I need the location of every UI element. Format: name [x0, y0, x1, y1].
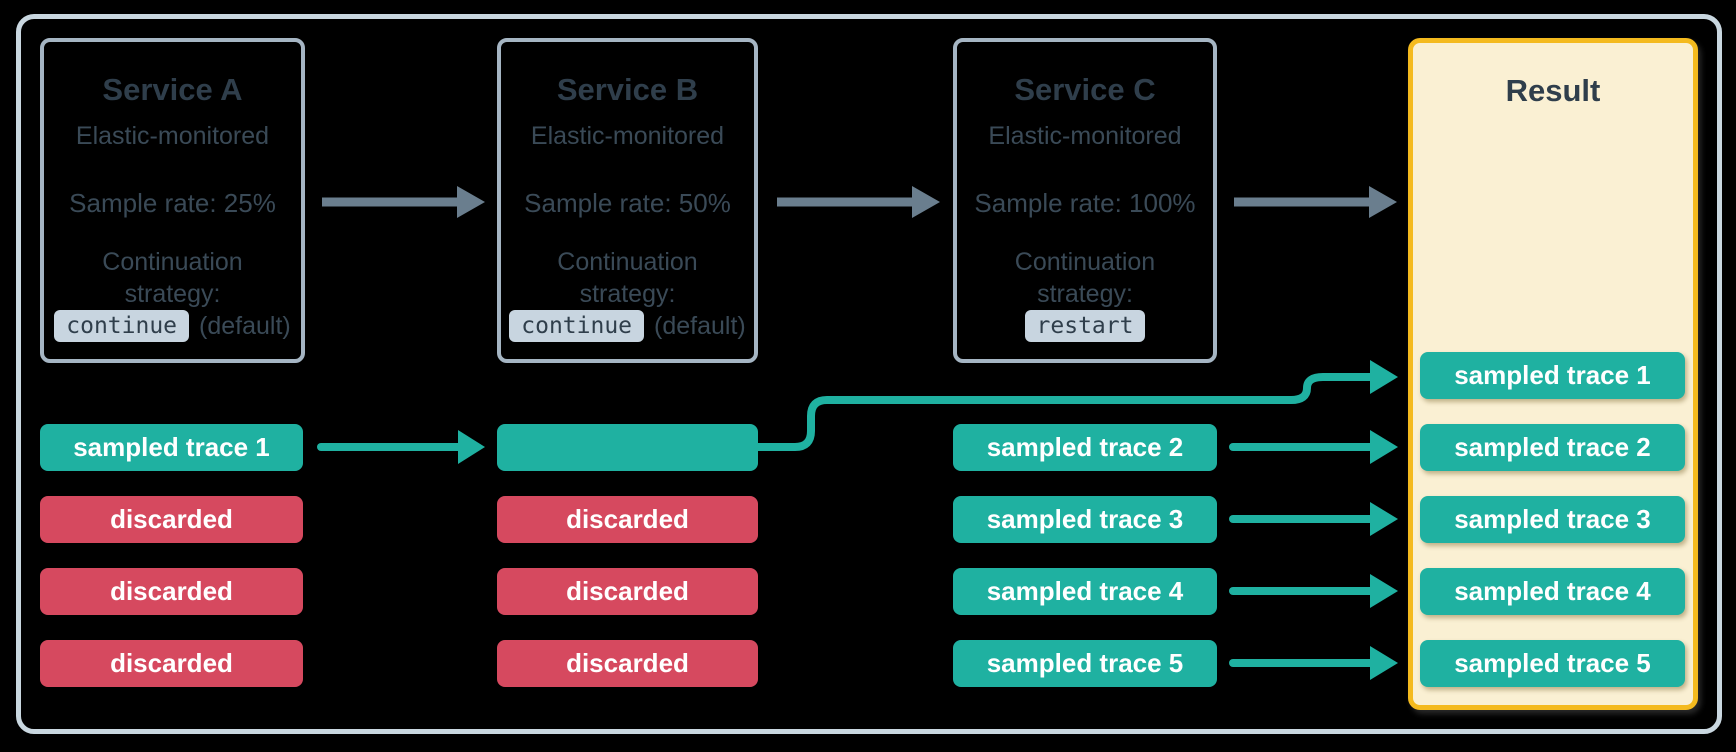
service-c-sample-rate: Sample rate: 100% — [974, 188, 1196, 218]
result-sampled-trace-5-chip: sampled trace 5 — [1420, 640, 1685, 687]
service-a-box: Service A Elastic-monitored Sample rate:… — [40, 38, 305, 363]
diagram-frame — [16, 14, 1722, 734]
lane-c-sampled-trace-2-chip: sampled trace 2 — [953, 424, 1217, 471]
lane-a-sampled-trace-1-chip: sampled trace 1 — [40, 424, 303, 471]
lane-c-sampled-trace-4-chip: sampled trace 4 — [953, 568, 1217, 615]
service-a-sample-rate: Sample rate: 25% — [69, 188, 276, 218]
service-b-continuation-label: Continuation strategy: — [557, 248, 698, 308]
service-a-title: Service A — [102, 72, 243, 107]
service-c-strategy-row: restart — [963, 305, 1207, 347]
service-c-box: Service C Elastic-monitored Sample rate:… — [953, 38, 1217, 363]
lane-b-sampled-unlabeled-chip — [497, 424, 758, 471]
result-sampled-trace-1-chip: sampled trace 1 — [1420, 352, 1685, 399]
service-a-strategy-suffix: (default) — [199, 311, 291, 340]
service-b-sample-rate: Sample rate: 50% — [524, 188, 731, 218]
result-sampled-trace-3-chip: sampled trace 3 — [1420, 496, 1685, 543]
service-b-box: Service B Elastic-monitored Sample rate:… — [497, 38, 758, 363]
service-b-strategy-suffix: (default) — [654, 311, 746, 340]
service-b-title: Service B — [556, 72, 699, 107]
service-a-strategy-value: continue — [54, 310, 190, 342]
lane-a-discarded-chip: discarded — [40, 496, 303, 543]
result-title: Result — [1505, 73, 1601, 108]
service-b-strategy-row: continue (default) — [507, 305, 748, 347]
service-a-monitored: Elastic-monitored — [75, 122, 270, 150]
result-sampled-trace-4-chip: sampled trace 4 — [1420, 568, 1685, 615]
lane-b-discarded-chip: discarded — [497, 496, 758, 543]
lane-a-discarded-chip: discarded — [40, 568, 303, 615]
lane-a-discarded-chip: discarded — [40, 640, 303, 687]
service-b-strategy-value: continue — [509, 310, 645, 342]
lane-b-discarded-chip: discarded — [497, 640, 758, 687]
service-c-strategy-value: restart — [1024, 310, 1146, 342]
service-c-monitored: Elastic-monitored — [988, 122, 1182, 150]
lane-b-discarded-chip: discarded — [497, 568, 758, 615]
result-sampled-trace-2-chip: sampled trace 2 — [1420, 424, 1685, 471]
service-c-title: Service C — [1014, 72, 1156, 107]
service-a-strategy-row: continue (default) — [50, 305, 295, 347]
service-a-continuation-label: Continuation strategy: — [102, 248, 243, 308]
service-c-continuation-label: Continuation strategy: — [1014, 248, 1156, 308]
lane-c-sampled-trace-3-chip: sampled trace 3 — [953, 496, 1217, 543]
lane-c-sampled-trace-5-chip: sampled trace 5 — [953, 640, 1217, 687]
service-b-monitored: Elastic-monitored — [530, 122, 725, 150]
